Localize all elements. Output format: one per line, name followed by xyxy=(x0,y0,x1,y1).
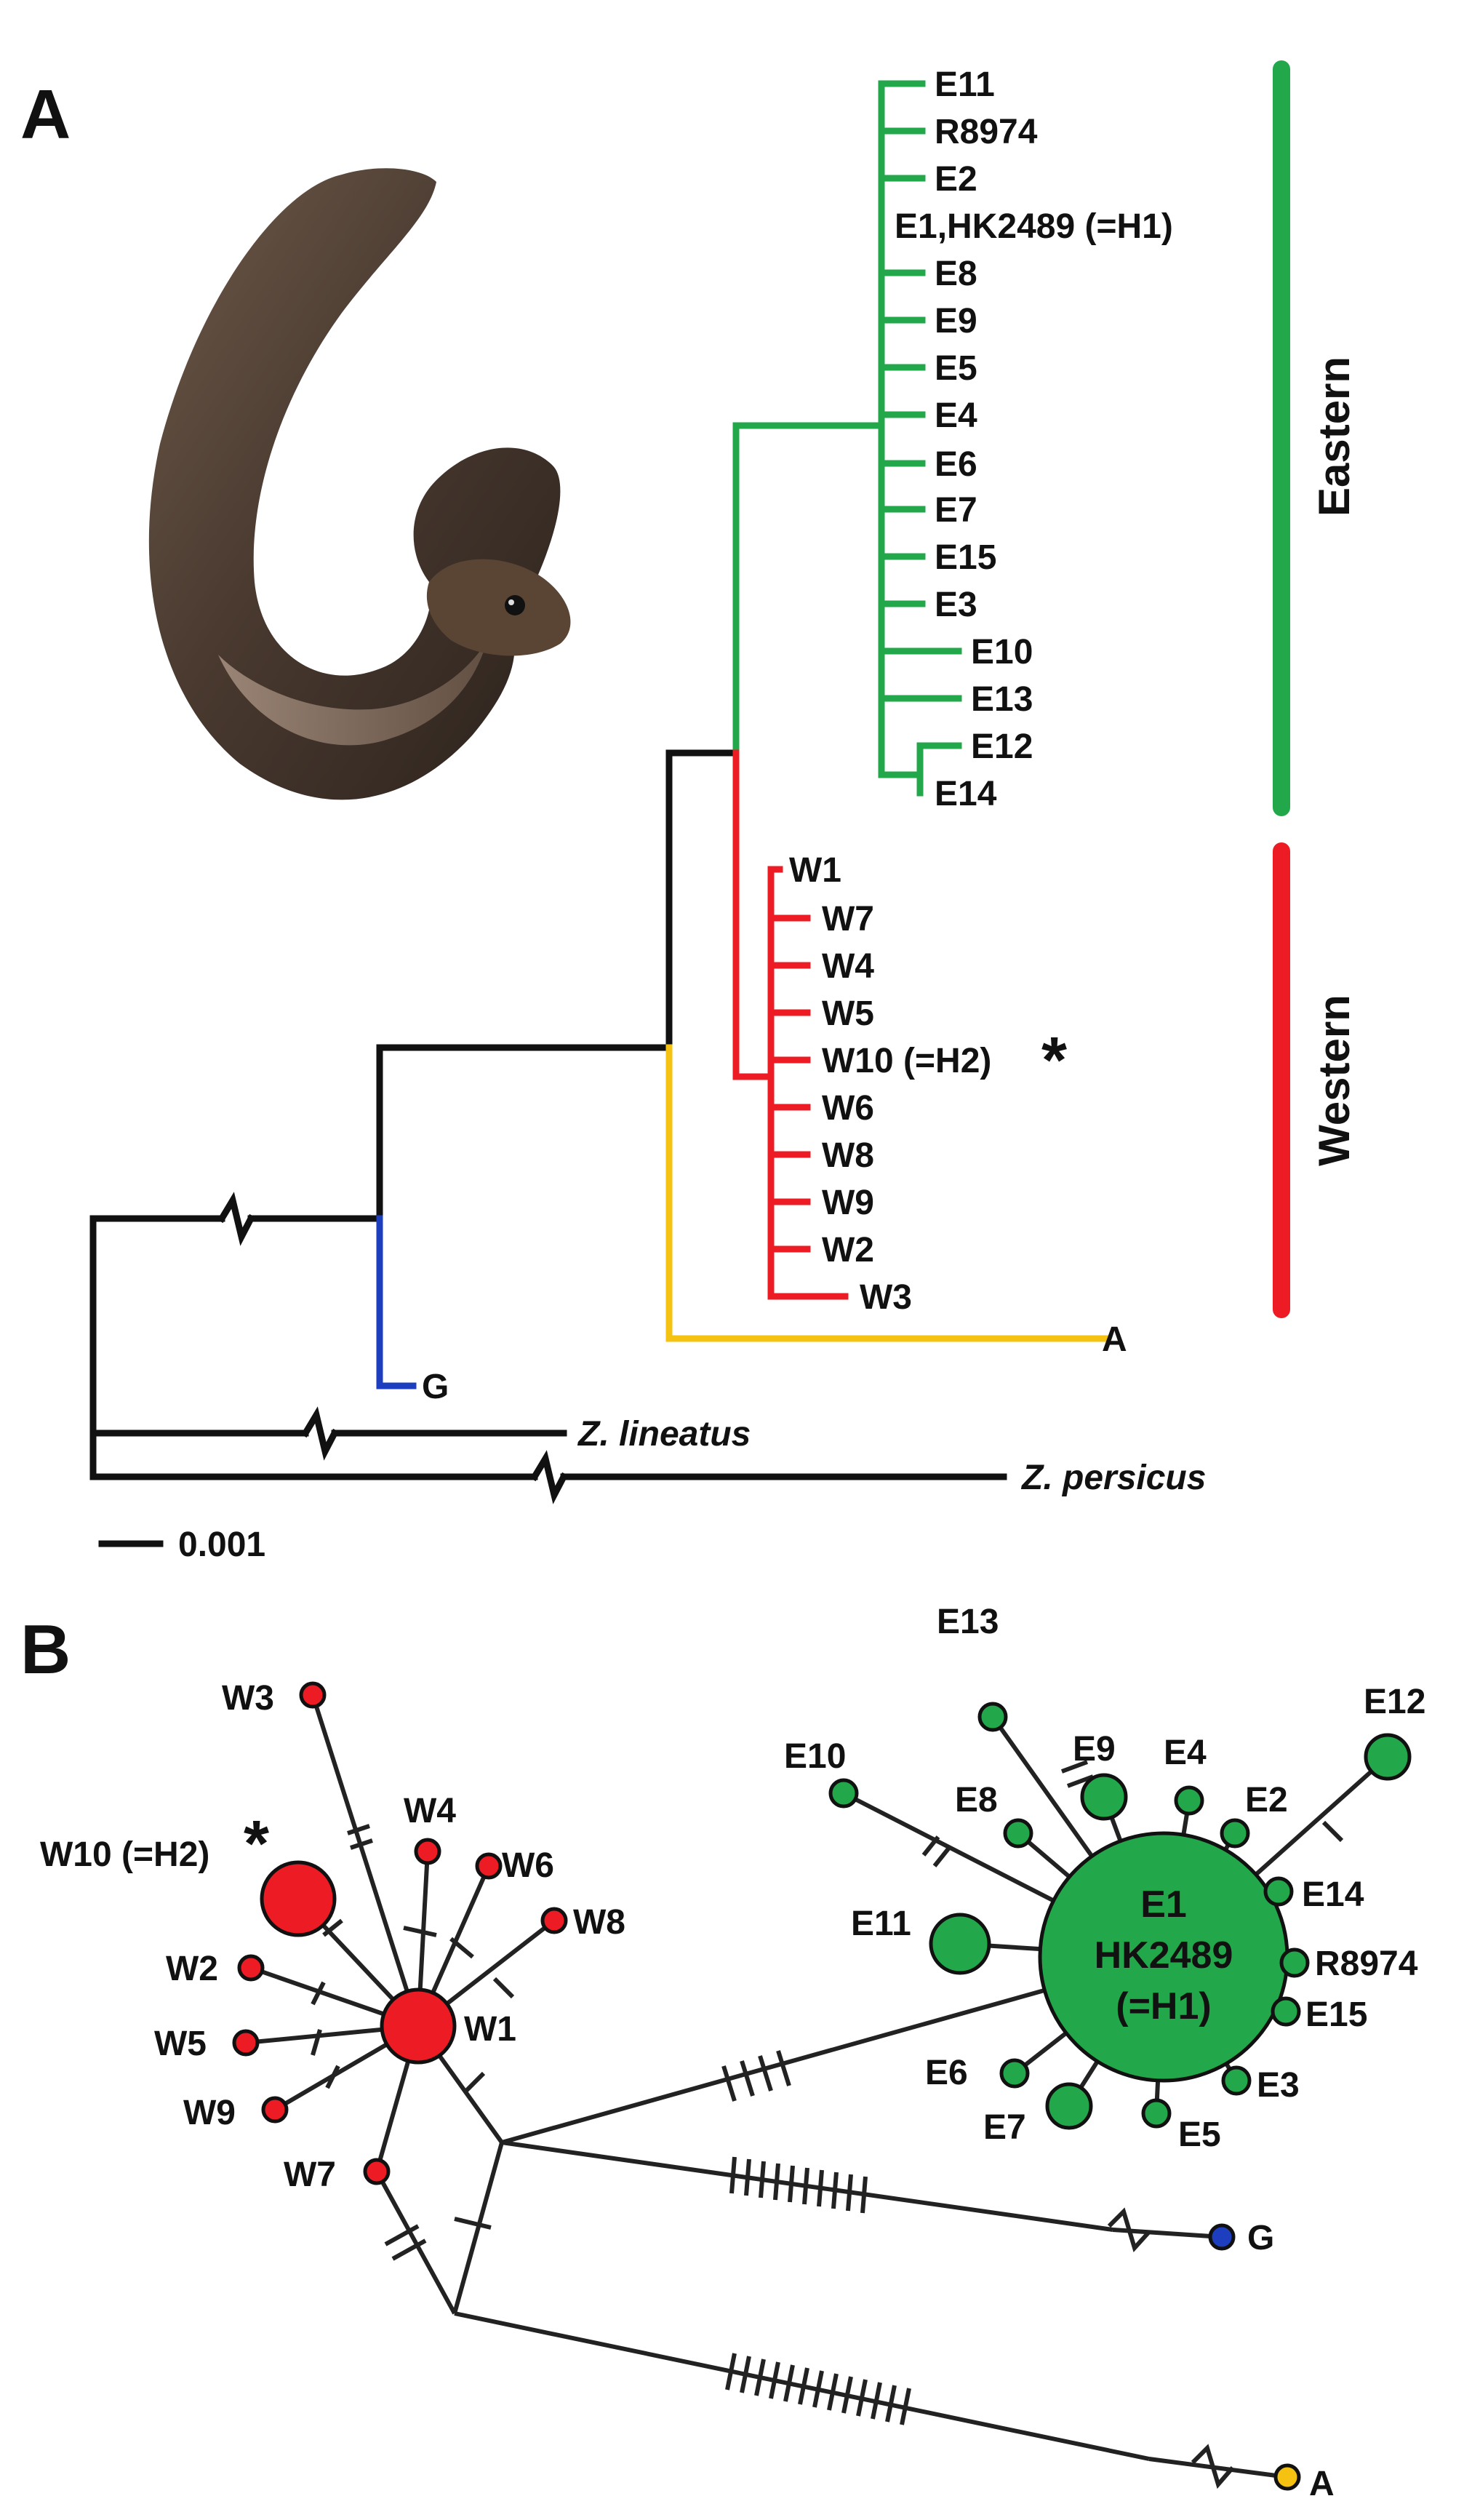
tip-label: E11 xyxy=(935,65,995,104)
node-label: W6 xyxy=(502,1846,554,1885)
hub-label-line1: E1 xyxy=(1140,1883,1187,1926)
tip-label: E14 xyxy=(935,775,997,813)
panel-a-label: A xyxy=(20,76,71,153)
phylogenetic-tree xyxy=(89,60,1290,1547)
tip-label: W9 xyxy=(822,1184,874,1222)
tip-label: W2 xyxy=(822,1231,874,1269)
node-label: E14 xyxy=(1302,1875,1364,1914)
tip-label: E12 xyxy=(971,727,1033,766)
node-label-a: A xyxy=(1309,2465,1335,2503)
node-label: W10 (=H2) xyxy=(40,1835,209,1874)
node-label: E13 xyxy=(937,1603,999,1641)
eastern-tip-labels: E11 R8974 E2 E1,HK2489 (=H1) E8 E9 E5 E4… xyxy=(895,65,1173,813)
node-label: E2 xyxy=(1245,1781,1288,1819)
tip-label: E5 xyxy=(935,349,977,388)
node-label: W8 xyxy=(573,1903,625,1942)
node-label: E4 xyxy=(1164,1734,1207,1772)
scale-bar-label: 0.001 xyxy=(178,1526,265,1564)
tip-label: E1,HK2489 (=H1) xyxy=(895,207,1173,246)
node-label: E10 xyxy=(784,1737,846,1776)
node-label: W3 xyxy=(222,1679,274,1718)
tip-label: E4 xyxy=(935,396,977,435)
hub-label-line3: (=H1) xyxy=(1116,1985,1211,2027)
tip-label: W7 xyxy=(822,900,874,938)
tip-label: W3 xyxy=(860,1278,912,1317)
node-label: W4 xyxy=(404,1792,456,1830)
node-label: W9 xyxy=(183,2094,236,2132)
node-label: E6 xyxy=(925,2054,968,2092)
network-nodes xyxy=(232,1681,1412,2491)
tip-label: E3 xyxy=(935,586,977,624)
tip-label: W8 xyxy=(822,1136,874,1175)
node-label: W7 xyxy=(284,2156,336,2194)
western-clade-label: Western xyxy=(1310,994,1359,1166)
outgroup-lineatus-label: Z. lineatus xyxy=(577,1415,751,1454)
hub-label-line2: HK2489 xyxy=(1095,1934,1233,1977)
network-eastern-labels: E13 E12 E10 E9 E4 E8 E2 E11 E14 R8974 E1… xyxy=(784,1603,1425,2154)
eastern-clade-label: Eastern xyxy=(1310,356,1359,517)
tip-label: R8974 xyxy=(935,113,1038,151)
tip-label: E7 xyxy=(935,491,977,530)
node-label: E8 xyxy=(955,1781,998,1819)
node-label: E3 xyxy=(1257,2066,1300,2105)
tip-label: E9 xyxy=(935,302,977,340)
mutation-ticks xyxy=(311,1760,1344,2425)
node-label: R8974 xyxy=(1315,1945,1418,1983)
node-label: E9 xyxy=(1073,1730,1116,1769)
node-label: W1 xyxy=(464,2010,516,2049)
tip-label-a: A xyxy=(1102,1320,1127,1359)
tip-label: E15 xyxy=(935,538,996,577)
tip-label: W5 xyxy=(822,994,874,1033)
node-label: E7 xyxy=(983,2108,1026,2147)
network-western-labels: W3 W4 W10 (=H2) * W6 W8 W2 W1 W5 W9 W7 xyxy=(40,1679,625,2194)
node-label-g: G xyxy=(1247,2219,1274,2257)
outgroup-persicus-label: Z. persicus xyxy=(1020,1459,1206,1497)
tip-label: E8 xyxy=(935,255,977,293)
tip-label-g: G xyxy=(422,1368,449,1406)
w10-asterisk: * xyxy=(1041,1024,1067,1097)
tip-label: W10 (=H2) xyxy=(822,1042,991,1080)
tip-label: E6 xyxy=(935,445,977,484)
node-label: E15 xyxy=(1305,1995,1367,2034)
w10-network-asterisk: * xyxy=(244,1808,269,1881)
tip-label: W4 xyxy=(822,947,874,986)
western-tip-labels: W1 W7 W4 W5 W10 (=H2) * W6 W8 W9 W2 W3 xyxy=(789,851,1067,1317)
tip-label: E13 xyxy=(971,680,1033,719)
tip-label: E2 xyxy=(935,160,977,199)
tip-label: E10 xyxy=(971,633,1033,671)
node-label: W5 xyxy=(154,2025,207,2063)
node-label: E5 xyxy=(1178,2116,1221,2154)
snake-illustration xyxy=(148,168,571,800)
node-label: E11 xyxy=(851,1905,911,1943)
tip-label: W1 xyxy=(789,851,841,890)
node-label: W2 xyxy=(166,1950,218,1988)
panel-b-label: B xyxy=(20,1611,71,1688)
node-label: E12 xyxy=(1364,1683,1425,1721)
tip-label: W6 xyxy=(822,1089,874,1128)
